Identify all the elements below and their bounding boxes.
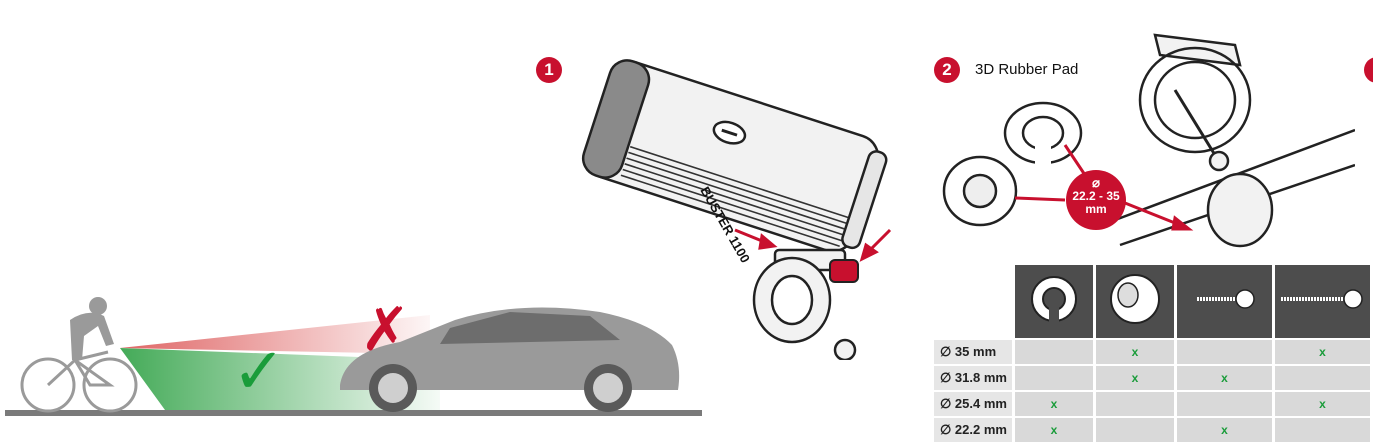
good-checkmark: ✓ bbox=[232, 335, 286, 409]
table-row: ∅ 35 mm x x bbox=[934, 338, 1370, 365]
pad-arrows bbox=[1014, 144, 1194, 231]
cell: x bbox=[1012, 416, 1095, 442]
cyclist bbox=[20, 350, 138, 413]
car bbox=[340, 307, 680, 412]
mount-arrows bbox=[734, 228, 892, 262]
step-3-badge bbox=[1364, 57, 1373, 83]
header-pad-wrap bbox=[1093, 265, 1176, 339]
cell bbox=[1272, 416, 1370, 442]
pad-wrap-drawing bbox=[942, 155, 1018, 227]
table-row: ∅ 22.2 mm x x bbox=[934, 416, 1370, 442]
header-pad-c-shape bbox=[1012, 265, 1095, 339]
handlebar-tube-drawing bbox=[1114, 128, 1355, 248]
pad-wrap-icon bbox=[1110, 274, 1160, 324]
step-1-badge: 1 bbox=[536, 57, 562, 83]
cell bbox=[1012, 338, 1095, 365]
ground-line bbox=[5, 410, 702, 416]
clamp-with-screw-drawing bbox=[1138, 33, 1252, 172]
cell: x bbox=[1272, 338, 1370, 365]
screw-long-icon bbox=[1281, 289, 1363, 309]
row-size-label: ∅ 25.4 mm bbox=[934, 390, 1014, 417]
row-size-label: ∅ 22.2 mm bbox=[934, 416, 1014, 442]
cyclist-body bbox=[70, 297, 114, 360]
compatibility-table: ∅ 35 mm x x ∅ 31.8 mm x x ∅ 25.4 mm x x … bbox=[934, 265, 1370, 442]
bad-cross-mark: ✗ bbox=[360, 295, 411, 365]
bad-beam bbox=[120, 315, 430, 354]
cell bbox=[1272, 364, 1370, 391]
table-row: ∅ 25.4 mm x x bbox=[934, 390, 1370, 417]
cell bbox=[1174, 338, 1274, 365]
cell bbox=[1012, 364, 1095, 391]
header-screw-short bbox=[1174, 265, 1274, 339]
diameter-symbol: ⌀ bbox=[1092, 175, 1100, 190]
step-2-badge: 2 bbox=[934, 57, 960, 83]
cell: x bbox=[1012, 390, 1095, 417]
screw-short-icon bbox=[1197, 289, 1255, 309]
table-header-row bbox=[934, 265, 1370, 339]
pad-c-shape-icon bbox=[1031, 276, 1077, 323]
pad-c-shape-drawing bbox=[1003, 101, 1083, 165]
beam-scene bbox=[5, 297, 702, 416]
light-unit-illustration: BUSTER 1100 bbox=[581, 59, 892, 360]
row-size-label: ∅ 31.8 mm bbox=[934, 364, 1014, 391]
cell: x bbox=[1093, 364, 1176, 391]
cell: x bbox=[1174, 364, 1274, 391]
cell bbox=[1093, 416, 1176, 442]
cell: x bbox=[1174, 416, 1274, 442]
rubber-pads-illustration bbox=[942, 33, 1355, 248]
cell: x bbox=[1272, 390, 1370, 417]
release-button bbox=[829, 259, 859, 283]
diameter-unit: mm bbox=[1085, 202, 1107, 216]
step-2-title: 3D Rubber Pad bbox=[975, 61, 1079, 78]
diameter-range: 22.2 - 35 bbox=[1072, 189, 1120, 203]
cell bbox=[1093, 390, 1176, 417]
diameter-range-badge: ⌀ 22.2 - 35 mm bbox=[1066, 170, 1126, 230]
cell: x bbox=[1093, 338, 1176, 365]
cell bbox=[1174, 390, 1274, 417]
handlebar-clamp bbox=[752, 248, 857, 360]
table-row: ∅ 31.8 mm x x bbox=[934, 364, 1370, 391]
header-screw-long bbox=[1272, 265, 1370, 339]
row-size-label: ∅ 35 mm bbox=[934, 338, 1014, 365]
